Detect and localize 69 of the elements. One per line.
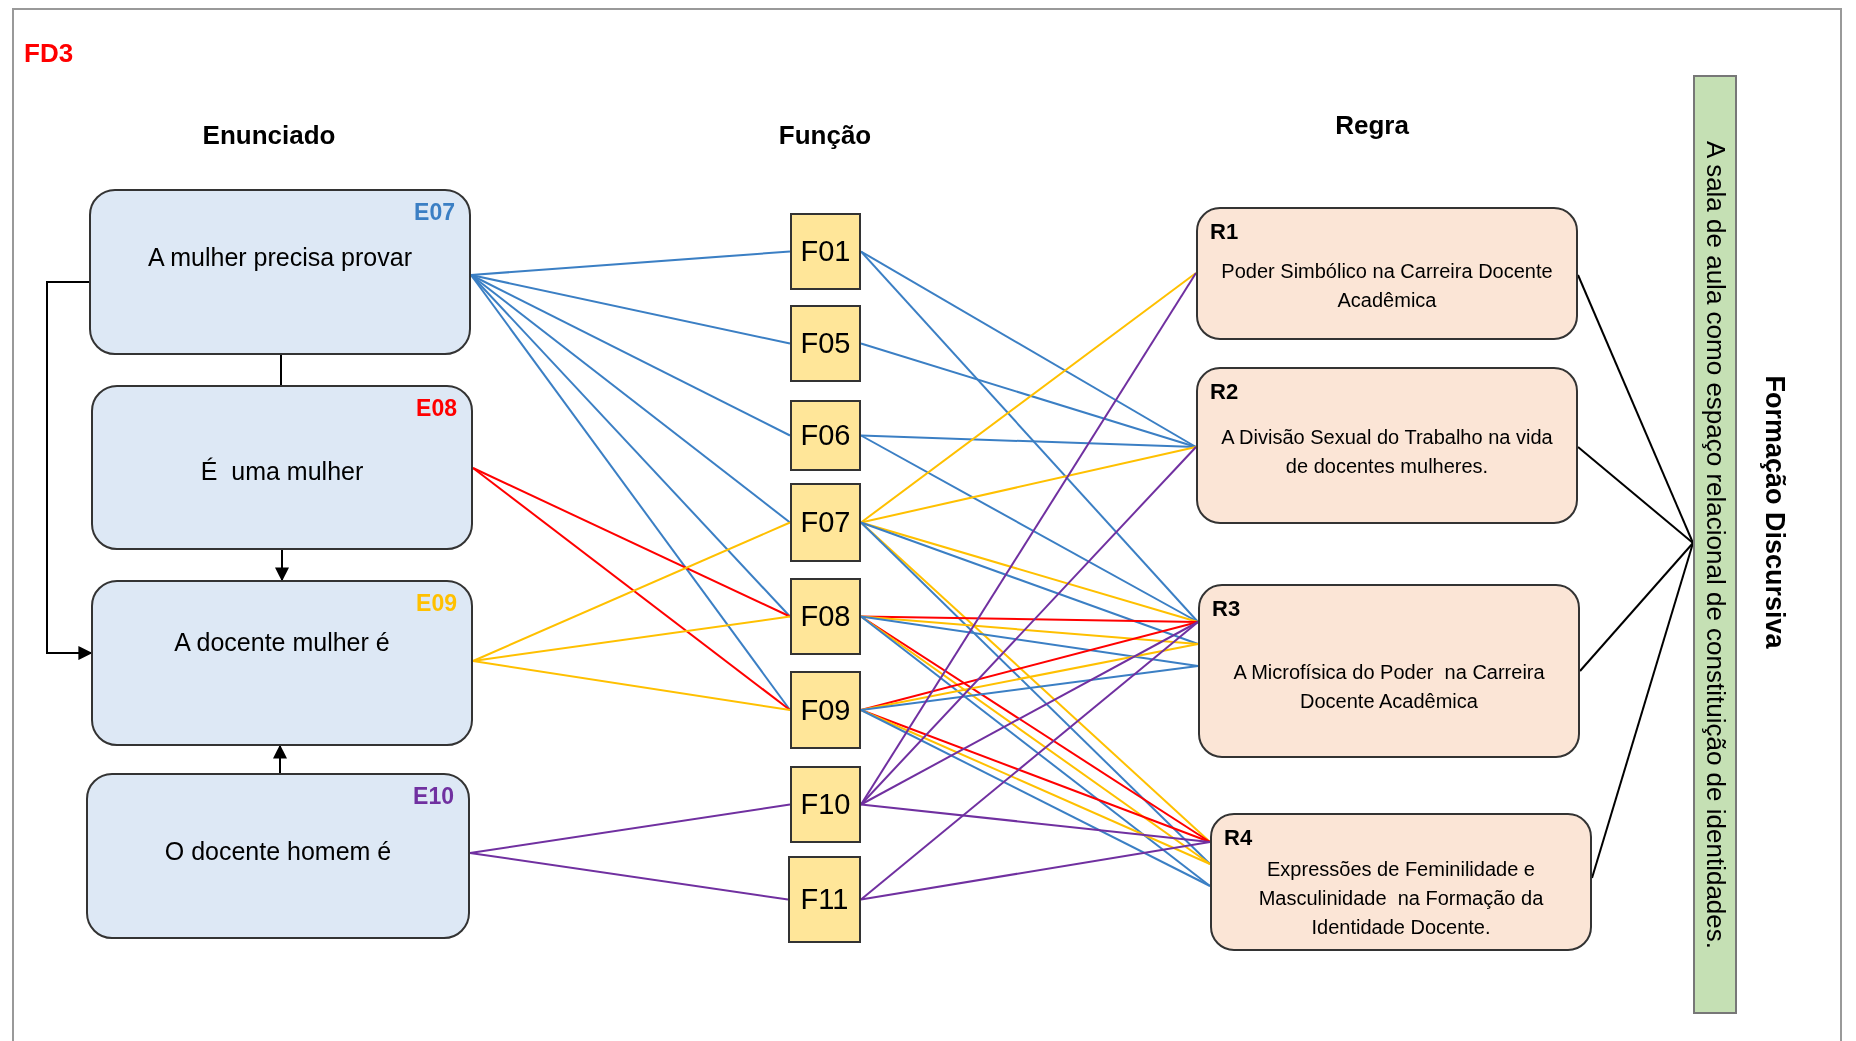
function-code: F10 xyxy=(800,788,851,821)
connector-line xyxy=(280,354,282,386)
side-heading: Formação Discursiva xyxy=(1759,374,1790,649)
connector-line xyxy=(472,521,791,662)
connector-line xyxy=(860,643,1199,711)
statement-text: A docente mulher é xyxy=(173,628,391,657)
rule-text: Poder Simbólico na Carreira Docente Acadêmica xyxy=(1220,259,1554,313)
arrow xyxy=(46,280,93,661)
connector-line xyxy=(469,852,789,901)
connector-line xyxy=(1577,446,1694,544)
function-code: F05 xyxy=(800,327,851,360)
formation-box xyxy=(1693,75,1737,1014)
rule-code: R2 xyxy=(1210,379,1239,405)
rule-code: R3 xyxy=(1212,596,1241,622)
function-box xyxy=(790,213,861,290)
connector-line xyxy=(860,342,1197,448)
function-box xyxy=(790,400,861,471)
statement-box xyxy=(91,385,473,550)
arrow xyxy=(275,549,289,582)
function-code: F07 xyxy=(800,506,851,539)
connector-line xyxy=(470,274,791,711)
connector-line xyxy=(860,250,1199,623)
statement-box xyxy=(89,189,471,355)
rule-text: Expressões de Feminilidade e Masculinidade na Formação da Identidade Docente. xyxy=(1257,857,1545,940)
formation-text: A sala de aula como espaço relacional de constituição de identidades. xyxy=(1699,140,1731,949)
column-heading: Função xyxy=(778,120,872,151)
column-heading: Regra xyxy=(1335,110,1409,141)
connector-line xyxy=(472,467,791,618)
connector-line xyxy=(860,665,1199,711)
statement-code: E08 xyxy=(416,395,457,422)
rule-code: R4 xyxy=(1224,825,1253,851)
connector-line xyxy=(860,621,1199,806)
function-box xyxy=(790,671,861,749)
column-heading: Enunciado xyxy=(202,120,336,151)
connector-line xyxy=(1579,542,1694,672)
connector-line xyxy=(860,446,1197,524)
function-box xyxy=(790,578,861,655)
rule-text: A Divisão Sexual do Trabalho na vida de docentes mulheres. xyxy=(1220,425,1554,479)
arrow xyxy=(273,744,287,774)
rule-text: A Microfísica do Poder na Carreira Docente Acadêmica xyxy=(1232,660,1546,714)
connector-line xyxy=(860,250,1197,448)
rule-code: R1 xyxy=(1210,219,1239,245)
function-code: F08 xyxy=(800,600,851,633)
function-box xyxy=(788,856,861,943)
connector-line xyxy=(860,521,1199,645)
statement-code: E07 xyxy=(414,199,455,226)
statement-box xyxy=(86,773,470,939)
statement-text: A mulher precisa provar xyxy=(147,243,413,272)
function-box xyxy=(790,305,861,382)
diagram-title: FD3 xyxy=(24,38,74,69)
connector-line xyxy=(1591,542,1694,879)
statement-box xyxy=(91,580,473,746)
function-code: F01 xyxy=(800,235,851,268)
connector-line xyxy=(1577,274,1694,544)
connector-line xyxy=(472,660,791,711)
connector-line xyxy=(860,272,1197,524)
statement-code: E10 xyxy=(413,783,454,810)
function-box xyxy=(790,766,861,843)
function-code: F09 xyxy=(800,693,851,727)
connector-line xyxy=(472,467,791,711)
connector-line xyxy=(860,841,1211,901)
statement-text: O docente homem é xyxy=(163,837,393,866)
statement-text: É uma mulher xyxy=(199,457,365,486)
connector-line xyxy=(470,250,791,276)
statement-code: E09 xyxy=(416,590,457,617)
function-code: F11 xyxy=(800,883,849,916)
function-code: F06 xyxy=(800,419,851,452)
connector-line xyxy=(860,434,1199,623)
function-box xyxy=(790,483,861,562)
